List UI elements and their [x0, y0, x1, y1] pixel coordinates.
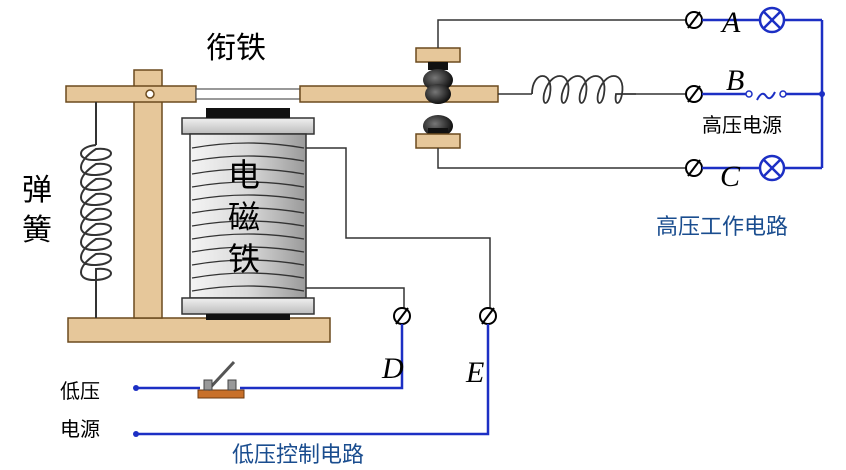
spring: [80, 102, 112, 318]
electromagnet-label-3: 铁: [228, 240, 260, 278]
terminal-a-icon: [685, 11, 703, 29]
lower-contact-bar: [415, 133, 461, 149]
coil-lead-e: [306, 287, 405, 316]
coil-lead-d: [306, 147, 491, 316]
armature-lever: [65, 85, 197, 103]
low-voltage-wires: [136, 324, 490, 436]
low-voltage-source-label-1: 低压: [60, 379, 100, 403]
support-post: [133, 69, 163, 319]
magnet-core: [189, 133, 307, 299]
flex-coil: [531, 75, 636, 104]
upper-contact-bar: [415, 47, 461, 63]
low-source-terminal-top: [133, 385, 139, 391]
armature-bar: [299, 85, 499, 103]
terminal-c-label: C: [720, 160, 741, 193]
moving-contact: [425, 84, 451, 104]
terminal-a-label: A: [720, 6, 741, 39]
lower-contact-stem: [428, 128, 448, 136]
electromagnet-label-1: 电: [228, 156, 260, 194]
base-plate: [67, 317, 331, 343]
magnet-bottom-pole: [206, 314, 290, 320]
knife-switch-icon: [197, 360, 245, 399]
ac-source-icon: [745, 90, 787, 101]
magnet-top-pole: [206, 108, 290, 118]
magnet-bottom-cap: [181, 297, 315, 315]
armature-label: 衔铁: [206, 31, 266, 66]
terminal-e-label: E: [465, 356, 484, 389]
lamp-a-icon: [758, 6, 786, 34]
wire-to-a: [437, 19, 690, 48]
pivot-icon: [145, 89, 155, 99]
low-voltage-circuit-label: 低压控制电路: [232, 443, 364, 468]
spring-label-1: 弹: [22, 173, 52, 208]
upper-contact-tip: [423, 69, 453, 91]
high-voltage-source-label: 高压电源: [702, 113, 782, 137]
terminal-d-label: D: [381, 352, 404, 385]
junction-dot: [819, 91, 825, 97]
terminal-b-label: B: [726, 64, 744, 97]
upper-contact-stem: [428, 62, 448, 70]
electromagnet-label-2: 磁: [228, 198, 260, 236]
armature-rod: [195, 88, 301, 100]
terminal-b-icon: [685, 85, 703, 103]
terminal-d-icon: [393, 307, 411, 325]
low-voltage-source-label-2: 电源: [60, 417, 100, 441]
lamp-c-icon: [758, 154, 786, 182]
wire-to-c: [437, 148, 690, 169]
magnet-top-cap: [181, 117, 315, 135]
high-voltage-circuit-label: 高压工作电路: [656, 215, 788, 240]
low-source-terminal-bottom: [133, 431, 139, 437]
terminal-e-icon: [479, 307, 497, 325]
terminal-c-icon: [685, 159, 703, 177]
magnet-coil-windings: [191, 142, 305, 292]
spring-label-2: 簧: [22, 213, 52, 248]
